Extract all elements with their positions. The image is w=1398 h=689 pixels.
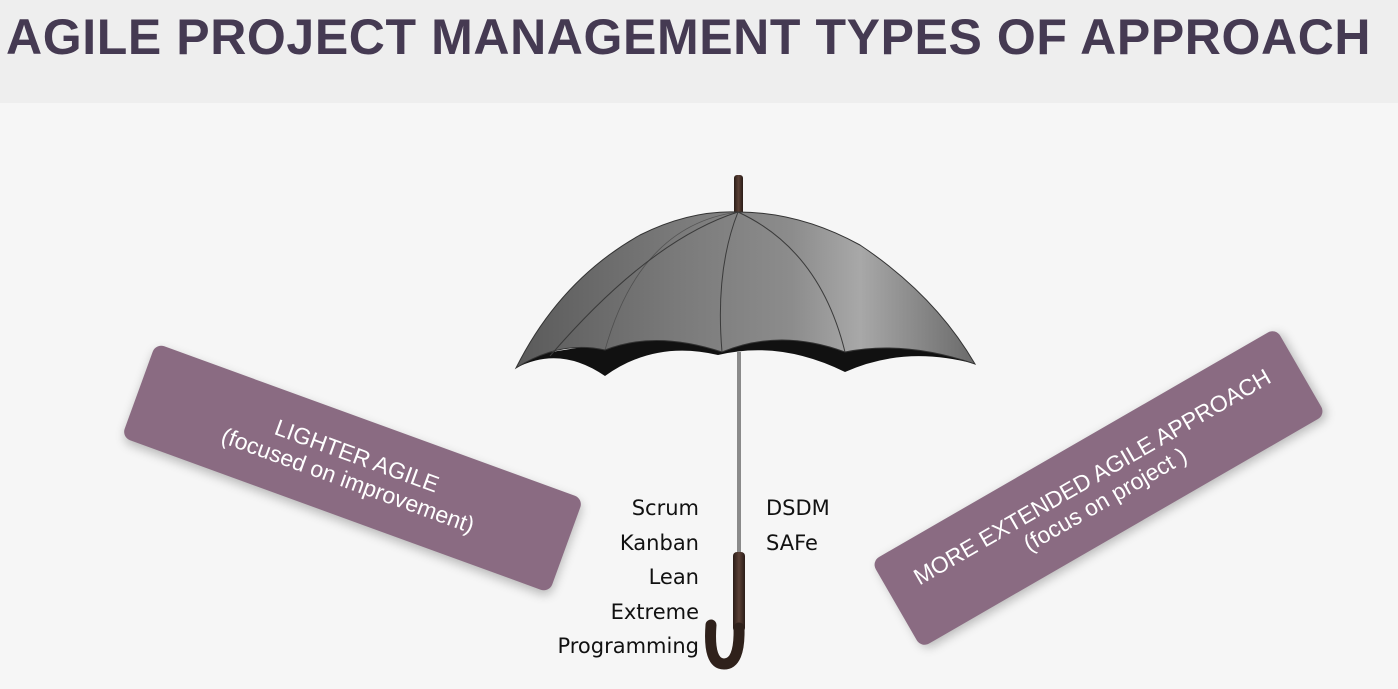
lighter-methods-list: Scrum Kanban Lean Extreme Programming bbox=[557, 491, 699, 664]
extended-methods-list: DSDM SAFe bbox=[766, 491, 830, 560]
umbrella-rib bbox=[737, 211, 846, 353]
method-item: Scrum bbox=[631, 496, 699, 520]
umbrella-shaft bbox=[737, 352, 741, 557]
title-bar: AGILE PROJECT MANAGEMENT TYPES OF APPROA… bbox=[0, 0, 1398, 103]
umbrella-canopy bbox=[514, 211, 977, 370]
method-item: Extreme bbox=[610, 599, 699, 624]
method-item: Kanban bbox=[619, 530, 699, 555]
method-item: SAFe bbox=[766, 530, 818, 555]
umbrella-rib bbox=[604, 211, 739, 351]
umbrella-tip bbox=[734, 175, 743, 215]
method-item: DSDM bbox=[766, 496, 830, 520]
method-item: Lean bbox=[648, 565, 699, 589]
umbrella-rib bbox=[549, 211, 739, 357]
method-item: Programming bbox=[557, 634, 699, 658]
page-title: AGILE PROJECT MANAGEMENT TYPES OF APPROA… bbox=[6, 9, 1372, 65]
umbrella-hook bbox=[705, 619, 745, 670]
umbrella-handle bbox=[733, 552, 745, 632]
umbrella-rib bbox=[719, 211, 739, 353]
